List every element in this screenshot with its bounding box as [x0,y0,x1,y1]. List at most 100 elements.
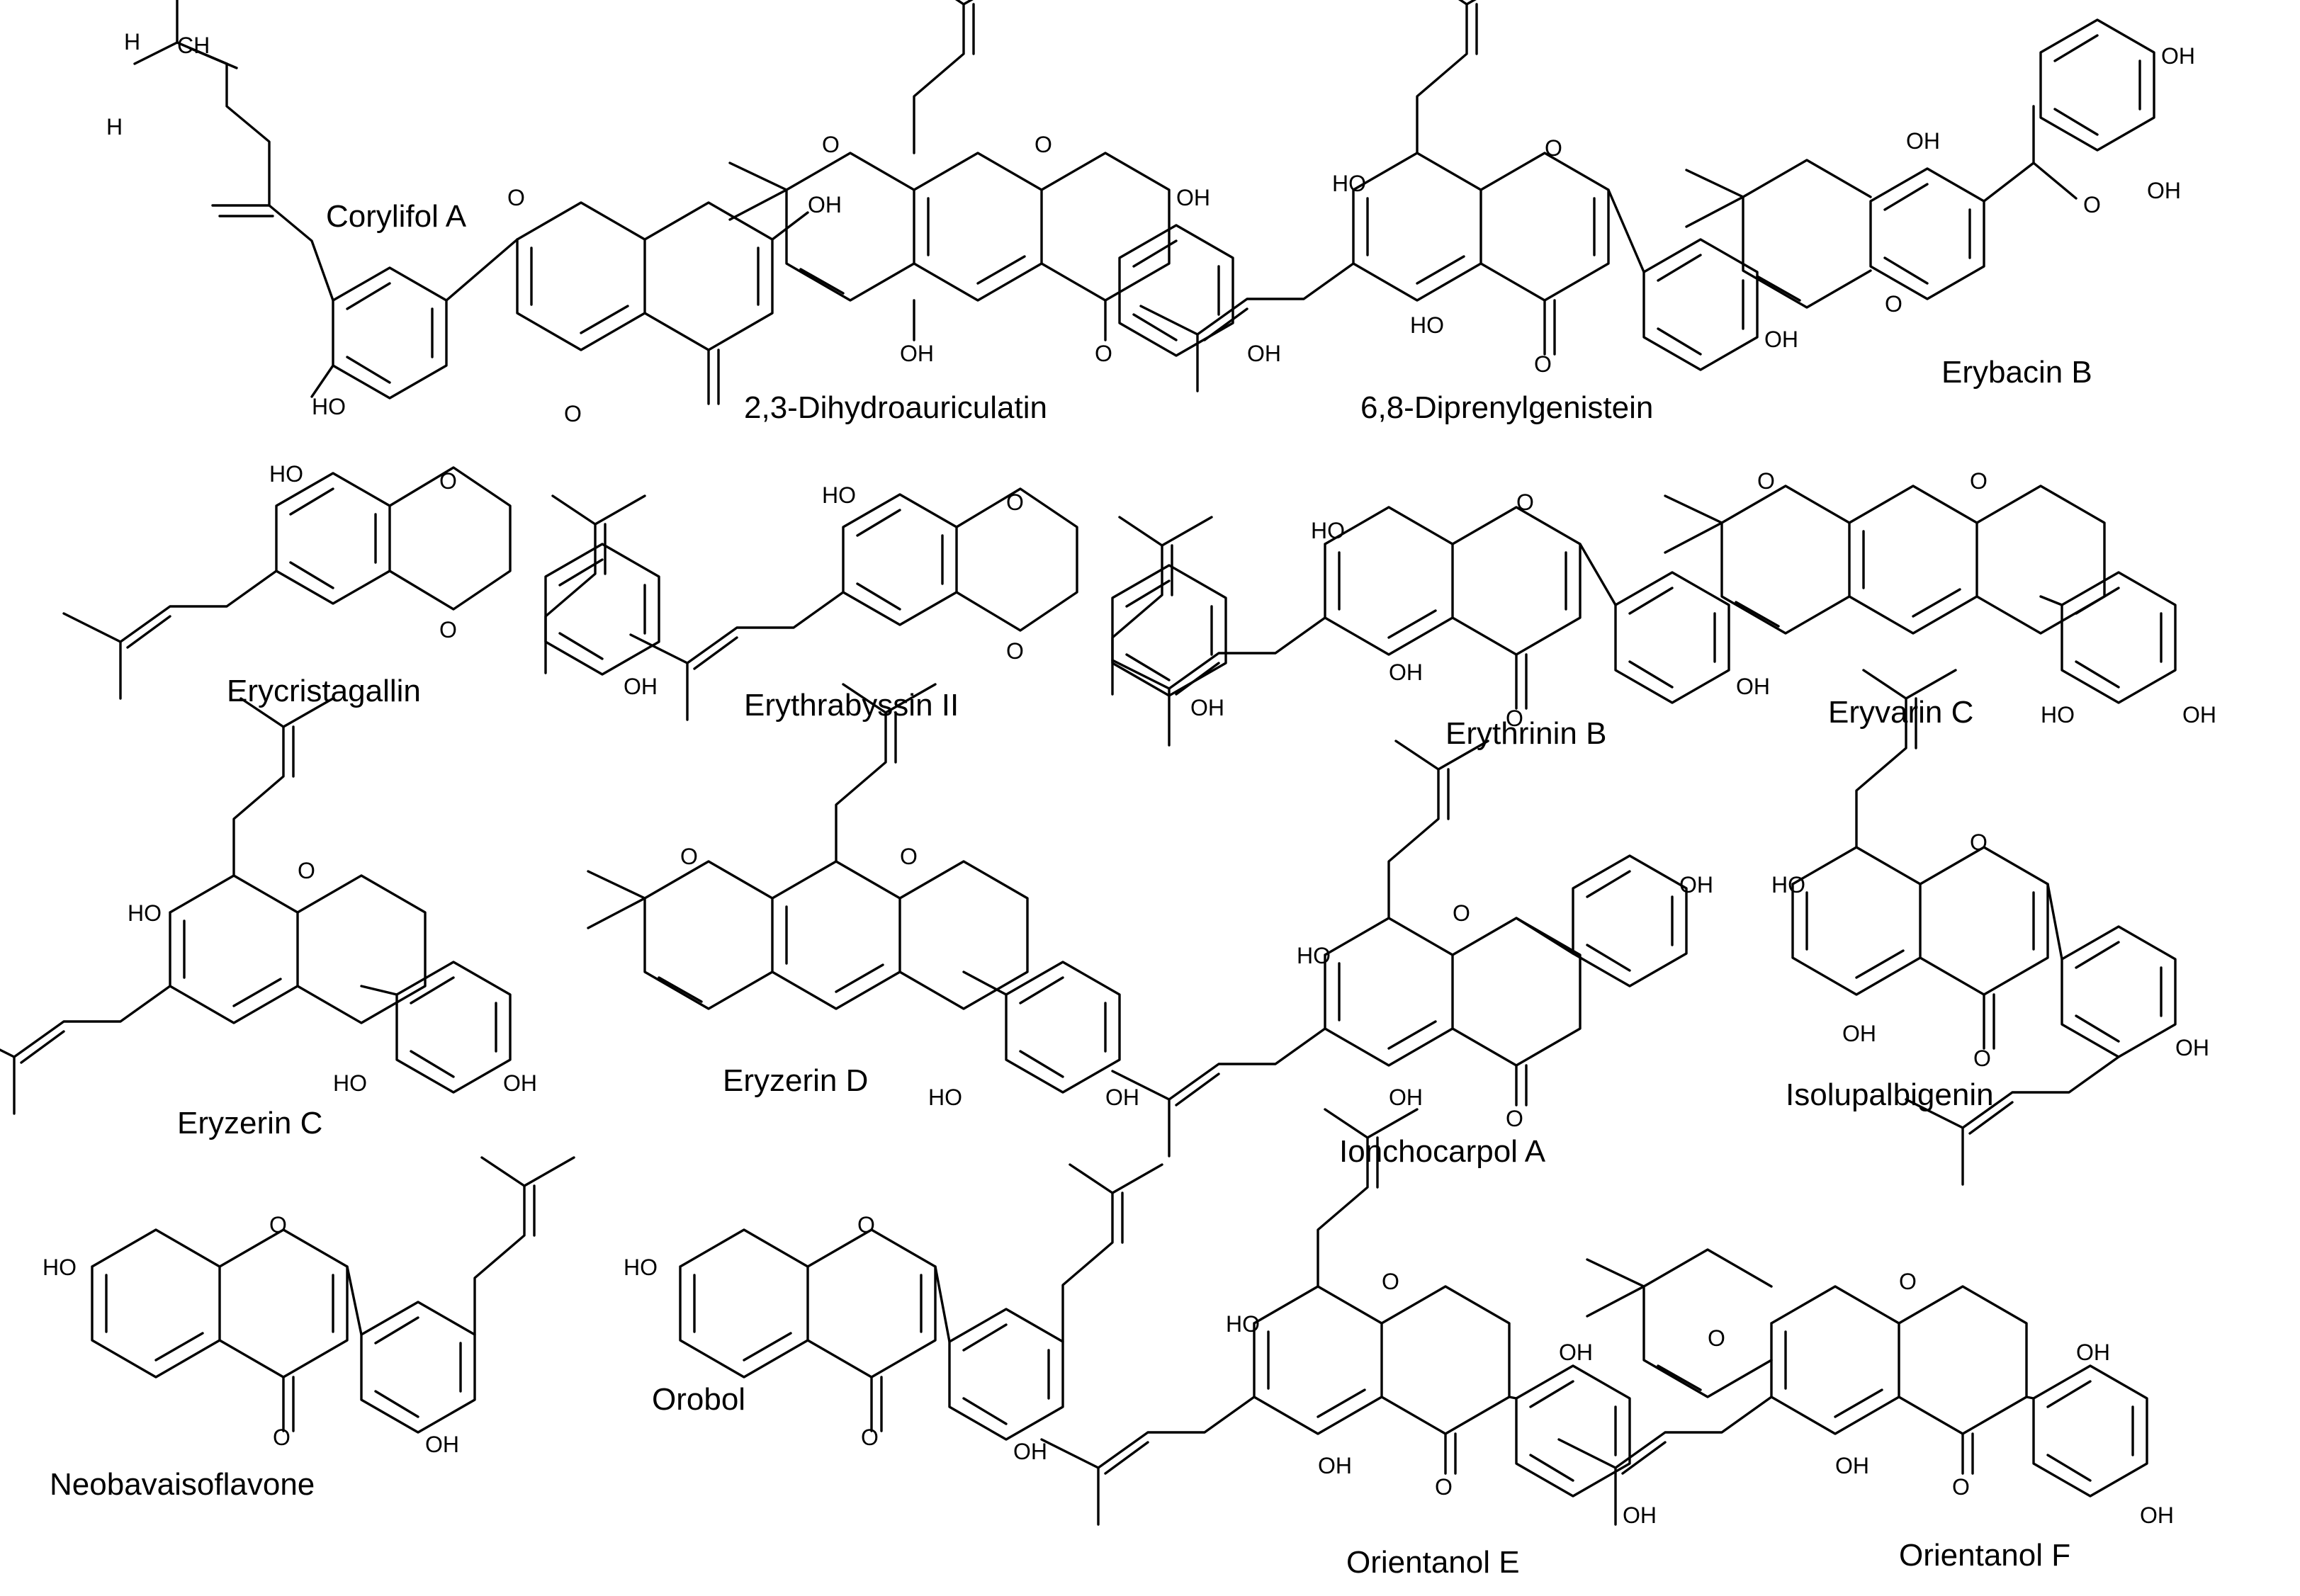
svg-text:O: O [900,844,918,869]
svg-text:O: O [2083,192,2101,217]
compound-name: Eryvarin C [1828,695,1973,730]
svg-text:OH: OH [2076,1340,2110,1365]
structure-orientanol-f: O O OH O OH OH [1557,1248,2174,1528]
compound-name: Orobol [652,1382,745,1417]
svg-text:O: O [1973,1046,1991,1071]
svg-text:O: O [1006,638,1024,664]
svg-text:OH: OH [1190,695,1224,720]
svg-text:HO: HO [624,1255,658,1280]
svg-text:O: O [1757,468,1775,494]
structure-eryzerin-c: HO O HO OH [0,697,537,1115]
svg-text:O: O [1516,489,1534,515]
compound-name: Erythrinin B [1445,716,1606,751]
svg-text:O: O [680,844,698,869]
svg-text:OH: OH [2182,702,2216,728]
svg-text:O: O [1453,900,1470,926]
svg-text:HO: HO [1771,872,1805,898]
svg-text:OH: OH [1906,128,1940,154]
svg-text:OH: OH [1105,1085,1139,1110]
svg-text:HO: HO [1311,518,1345,543]
svg-text:OH: OH [1623,1502,1657,1528]
svg-text:OH: OH [1559,1340,1593,1365]
compound-name: Erythrabyssin II [744,688,959,723]
svg-text:O: O [439,617,457,643]
structure-orientanol-e: HO O OH O OH OH [1040,1108,1657,1528]
svg-text:O: O [269,1212,287,1238]
structure-corylifol-a: HO OH O O H H CH [106,0,842,426]
svg-text:CH: CH [177,33,210,58]
svg-text:HO: HO [1226,1311,1260,1337]
svg-text:O: O [1885,291,1902,317]
structure-6-8-diprenylgenistein: HO HO O O OH [1139,0,1798,392]
structure-orobol: HO O O OH [624,1163,1163,1464]
compound-name: Erybacin B [1941,355,2092,390]
svg-text:OH: OH [1764,327,1798,352]
compound-name: Orientanol E [1346,1545,1520,1580]
svg-text:OH: OH [1247,341,1281,366]
svg-text:O: O [1506,706,1523,731]
structure-eryvarin-c: O O HO OH [1664,468,2216,728]
compound-name: Ionchocarpol A [1339,1134,1546,1169]
structure-ionchocarpol-a: HO O OH O OH [1111,740,1713,1158]
svg-text:OH: OH [1013,1439,1047,1464]
compound-name: Neobavaisoflavone [50,1467,315,1502]
svg-text:OH: OH [1389,1085,1423,1110]
compound-name: 6,8-Diprenylgenistein [1360,390,1653,425]
svg-text:HO: HO [1410,312,1444,338]
svg-text:H: H [124,29,140,55]
structure-neobavaisoflavone: HO O O OH [43,1156,575,1457]
compound-name: Eryzerin D [723,1063,868,1098]
svg-text:O: O [298,858,315,883]
svg-text:HO: HO [333,1070,367,1096]
svg-text:O: O [507,185,525,210]
svg-text:O: O [1534,351,1552,377]
svg-text:OH: OH [2147,178,2181,203]
svg-text:O: O [1006,489,1024,515]
svg-text:O: O [1095,341,1112,366]
structure-eryzerin-d: O O HO OH [587,683,1139,1110]
svg-text:HO: HO [822,482,856,508]
svg-text:HO: HO [2041,702,2075,728]
svg-text:O: O [1952,1474,1970,1500]
svg-text:OH: OH [1736,674,1770,699]
svg-text:O: O [1545,135,1562,161]
compound-name: Isolupalbigenin [1786,1077,1994,1112]
compound-name: 2,3-Dihydroauriculatin [744,390,1047,425]
svg-text:HO: HO [928,1085,962,1110]
svg-text:OH: OH [503,1070,537,1096]
svg-text:HO: HO [312,394,346,419]
structure-erythrabyssin-ii: HO O O OH [629,482,1227,721]
svg-text:OH: OH [2140,1502,2174,1528]
svg-text:OH: OH [1679,872,1713,898]
structure-erybacin-b: OH O OH OH O [1685,18,2195,317]
svg-text:O: O [1035,132,1052,157]
structure-erycristagallin: HO O O OH [62,461,660,700]
svg-text:OH: OH [1389,660,1423,685]
svg-text:OH: OH [900,341,934,366]
compound-name: Corylifol A [326,199,467,234]
svg-text:O: O [1899,1269,1917,1294]
svg-text:O: O [1382,1269,1399,1294]
structure-erythrinin-b: HO OH O O OH [1111,489,1770,747]
svg-text:O: O [1970,468,1988,494]
svg-text:HO: HO [128,900,162,926]
svg-text:OH: OH [1176,185,1210,210]
svg-text:HO: HO [1332,171,1366,196]
svg-text:OH: OH [624,674,658,699]
svg-text:HO: HO [1297,943,1331,968]
svg-text:OH: OH [2175,1035,2209,1060]
svg-text:OH: OH [1835,1453,1869,1478]
svg-text:O: O [564,401,582,426]
svg-text:OH: OH [1318,1453,1352,1478]
svg-text:HO: HO [269,461,303,487]
structure-isolupalbigenin: HO OH O O OH [1771,669,2209,1186]
svg-text:O: O [439,468,457,494]
svg-text:O: O [1435,1474,1453,1500]
svg-text:OH: OH [425,1432,459,1457]
svg-text:O: O [1506,1106,1523,1131]
svg-text:O: O [273,1425,291,1450]
compound-name: Eryzerin C [177,1106,322,1141]
svg-text:H: H [106,114,123,140]
compound-name: Orientanol F [1899,1538,2070,1573]
svg-text:O: O [822,132,840,157]
